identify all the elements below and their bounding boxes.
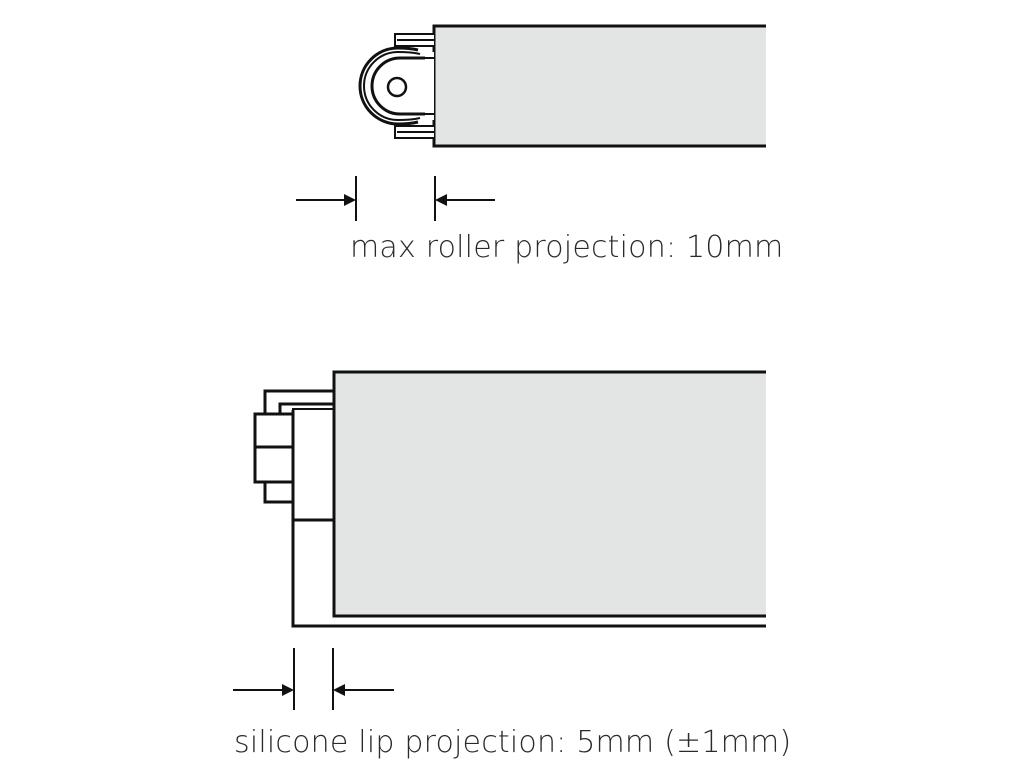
bottom-dimension-arrows xyxy=(233,648,394,710)
roller-assembly-figure xyxy=(296,24,766,221)
silicone-lip-projection-label: silicone lip projection: 5mm (±1mm) xyxy=(234,725,792,760)
silicone-lip-blocks xyxy=(253,412,295,504)
bottom-panel-outline xyxy=(332,370,766,618)
lip-upper-bracket xyxy=(263,389,334,416)
roller-projection-label: max roller projection: 10mm xyxy=(350,230,784,265)
silicone-lip-figure xyxy=(233,370,766,710)
bottom-panel xyxy=(334,372,766,616)
roller-axle xyxy=(386,76,408,98)
top-dimension-arrows xyxy=(296,176,495,221)
top-panel xyxy=(434,26,766,146)
